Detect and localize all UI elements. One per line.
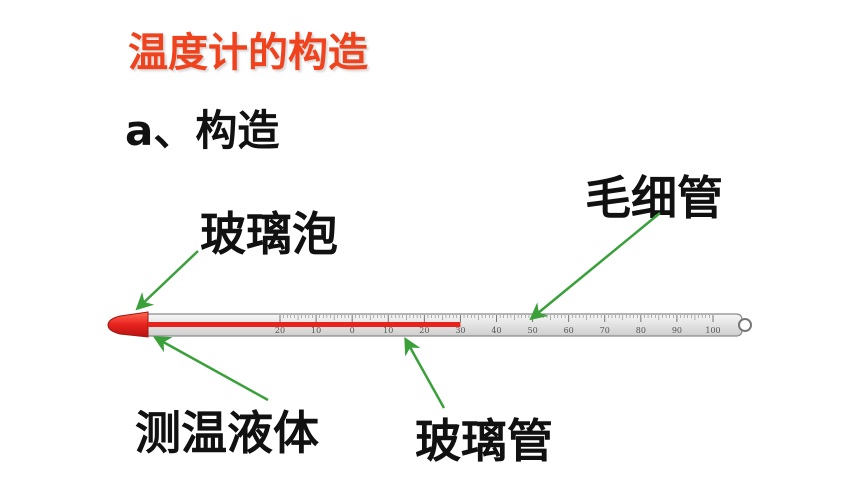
scale-label: 10 (383, 326, 393, 335)
glass-bulb (107, 311, 149, 338)
arrow-capillary (529, 212, 661, 321)
hanging-ring (738, 318, 752, 332)
scale-label: 30 (455, 326, 465, 335)
label-glass-bulb: 玻璃泡 (200, 207, 338, 261)
label-liquid: 测温液体 (135, 406, 319, 460)
scale-label: 90 (672, 326, 682, 335)
scale-label: 60 (564, 326, 574, 335)
page-title: 温度计的构造 (128, 30, 368, 76)
label-glass-tube: 玻璃管 (415, 414, 553, 468)
scale-ticks (279, 315, 714, 322)
scale-label: 10 (311, 326, 321, 335)
scale-label: 40 (491, 326, 501, 335)
scale-label: 100 (705, 326, 720, 335)
scale-label: 20 (419, 326, 429, 335)
label-capillary: 毛细管 (585, 171, 723, 225)
scale-label: 70 (600, 326, 610, 335)
scale-label: 0 (350, 326, 355, 335)
arrow-bulb (135, 250, 199, 311)
section-subtitle: a、构造 (125, 106, 280, 155)
arrow-liquid (152, 336, 269, 402)
scale-label: 50 (527, 326, 537, 335)
scale-label: 20 (275, 326, 285, 335)
arrow-tube (404, 336, 446, 409)
liquid-column (148, 322, 461, 327)
scale-label: 80 (636, 326, 646, 335)
